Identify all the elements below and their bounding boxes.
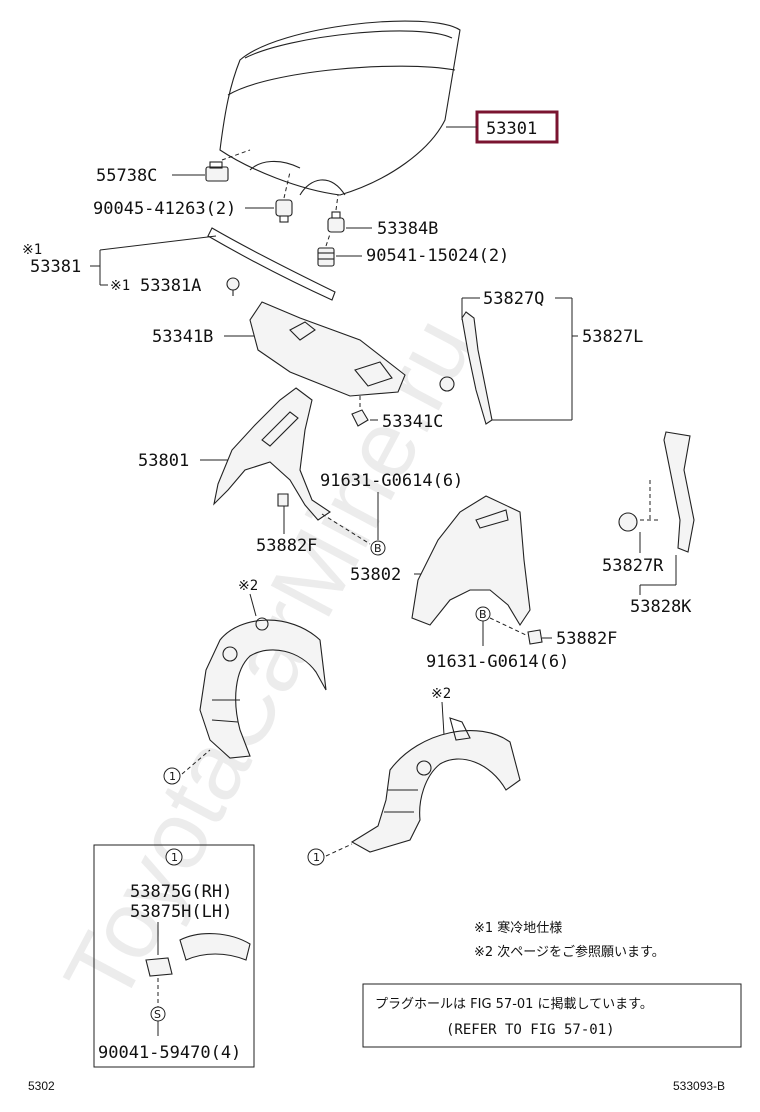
label-53828k: 53828K	[630, 597, 692, 617]
refer-line-2: (REFER TO FIG 57-01)	[446, 1022, 615, 1038]
label-53827q: 53827Q	[483, 289, 544, 309]
fender-53802	[411, 495, 531, 627]
clip-53875	[145, 933, 251, 977]
fender-53801	[213, 387, 331, 521]
seal-53827l	[439, 311, 493, 425]
label-53301: 53301	[486, 119, 537, 139]
label-53827l: 53827L	[582, 327, 643, 347]
refer-line-1: プラグホールは FIG 57-01 に掲載しています。	[375, 996, 653, 1012]
label-55738c: 55738C	[96, 166, 157, 186]
cushion-53384b	[327, 211, 345, 233]
label-91631-bottom: 91631-G0614(6)	[426, 652, 569, 672]
clip-53341c	[351, 409, 369, 427]
label-53875h: 53875H(LH)	[130, 902, 232, 922]
callout-s-text: S	[154, 1008, 161, 1021]
seal-53828k	[618, 431, 695, 553]
label-53882f-right: 53882F	[556, 629, 617, 649]
mark-liner-right: ※2	[431, 686, 451, 702]
seal-53381	[207, 227, 336, 301]
fender-liner-left	[199, 617, 327, 759]
label-53341b: 53341B	[152, 327, 213, 347]
label-53882f-left: 53882F	[256, 536, 317, 556]
callout-1-right	[307, 848, 325, 866]
note-1: ※1 寒冷地仕様	[474, 920, 562, 936]
label-53827r: 53827R	[602, 556, 664, 576]
label-90041-59470: 90041-59470(4)	[98, 1043, 241, 1063]
callout-b-bottom-text: B	[479, 608, 487, 621]
callout-1-inset	[165, 848, 183, 866]
inset-box	[93, 844, 255, 1068]
label-53802: 53802	[350, 565, 401, 585]
label-53341c: 53341C	[382, 412, 443, 432]
cushion-55738c	[205, 161, 229, 182]
label-53384b: 53384B	[377, 219, 438, 239]
callout-1-inset-text: 1	[171, 851, 178, 864]
label-53875g: 53875G(RH)	[130, 882, 232, 902]
fender-liner-right	[350, 717, 521, 853]
callout-1-left-text: 1	[169, 770, 176, 783]
seal-53882f-left	[277, 493, 289, 507]
callout-b-top	[370, 540, 386, 556]
callout-b-top-text: B	[374, 542, 382, 555]
note-2: ※2 次ページをご参照願います。	[474, 944, 665, 960]
callout-1-right-text: 1	[313, 851, 320, 864]
footer-right: 533093-B	[673, 1079, 725, 1093]
label-90045-41263: 90045-41263(2)	[93, 199, 236, 219]
label-91631-top: 91631-G0614(6)	[320, 471, 463, 491]
label-53801: 53801	[138, 451, 189, 471]
label-53381: 53381	[30, 257, 81, 277]
hood-insulator-53341b	[249, 301, 406, 397]
mark-liner-left: ※2	[238, 578, 258, 594]
label-53381a: 53381A	[140, 276, 201, 296]
mark-53381a: ※1	[110, 278, 130, 294]
mark-53381: ※1	[22, 242, 42, 258]
seal-53882f-right	[527, 629, 543, 645]
refer-box	[362, 983, 742, 1048]
footer-left: 5302	[28, 1079, 55, 1093]
clip-53381a	[226, 277, 240, 296]
grommet-90541	[317, 247, 335, 267]
callout-1-left	[163, 767, 181, 785]
hood-part	[219, 20, 461, 196]
bolt-90045	[275, 199, 293, 223]
label-90541-15024: 90541-15024(2)	[366, 246, 509, 266]
